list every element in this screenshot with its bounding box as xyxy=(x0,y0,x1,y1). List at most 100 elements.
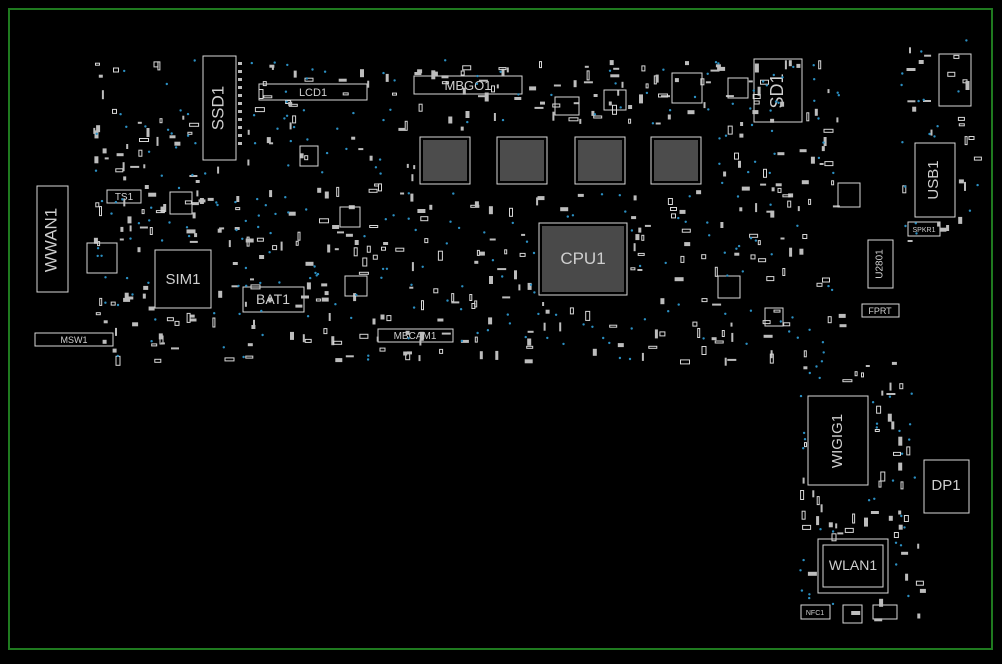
component-pad xyxy=(898,524,903,530)
component-pad xyxy=(369,155,373,161)
component-pad xyxy=(304,77,314,82)
via xyxy=(899,544,903,547)
via xyxy=(791,316,794,319)
via xyxy=(781,76,784,79)
component-pad xyxy=(787,200,792,208)
component-pad xyxy=(609,60,614,66)
sim-card-slot: SIM1 xyxy=(154,249,212,309)
mbgo-connector: MBGO1 xyxy=(413,75,523,95)
via xyxy=(407,217,410,220)
via xyxy=(336,127,339,130)
component-pad xyxy=(110,301,116,306)
component-pad xyxy=(524,359,533,364)
via xyxy=(802,447,805,450)
via xyxy=(608,341,611,345)
spkr-connector: SPKR1 xyxy=(907,221,941,237)
via xyxy=(234,200,237,204)
board-frame xyxy=(8,8,993,650)
via xyxy=(769,203,772,206)
memory-chip-4 xyxy=(650,136,702,185)
via xyxy=(284,90,288,93)
via xyxy=(511,221,514,225)
component-pad xyxy=(802,524,812,530)
component-pad xyxy=(818,60,822,70)
component-pad xyxy=(269,142,274,145)
via xyxy=(827,284,830,288)
component-pad xyxy=(217,228,222,233)
component-pad xyxy=(552,103,561,108)
via xyxy=(444,59,447,62)
via xyxy=(204,172,207,175)
via xyxy=(721,181,724,185)
via xyxy=(384,218,387,221)
component-pad xyxy=(306,282,311,290)
component-pad xyxy=(687,110,695,115)
component-pad xyxy=(749,233,759,238)
component-pad xyxy=(714,266,718,277)
component-pad xyxy=(519,252,526,257)
component-pad xyxy=(129,225,132,232)
component-pad xyxy=(958,216,963,224)
component-pad xyxy=(403,351,408,356)
component-pad xyxy=(155,210,165,214)
component-pad xyxy=(573,102,579,105)
component-pad xyxy=(680,255,685,263)
component-pad xyxy=(158,333,163,340)
via xyxy=(900,452,904,455)
component-pad xyxy=(865,365,870,367)
component-pad xyxy=(639,94,643,104)
component-pad xyxy=(521,233,526,236)
via xyxy=(445,242,448,245)
via xyxy=(508,322,512,325)
nfc-label: NFC1 xyxy=(806,610,824,617)
component-pad xyxy=(123,297,131,302)
component-pad xyxy=(655,74,659,83)
component-pad xyxy=(315,298,321,302)
via xyxy=(193,59,196,62)
component-pad xyxy=(697,328,701,338)
via xyxy=(837,94,840,97)
via xyxy=(96,254,99,258)
component-pad xyxy=(488,317,493,325)
component-pad xyxy=(137,121,142,124)
component-pad xyxy=(431,70,436,80)
component-pad xyxy=(367,80,370,88)
component-pad xyxy=(891,361,897,365)
component-pad xyxy=(127,216,132,224)
component-pad xyxy=(816,516,820,526)
component-pad xyxy=(727,125,733,135)
component-pad xyxy=(362,257,368,267)
component-pad xyxy=(171,347,179,350)
msw-label: MSW1 xyxy=(61,335,88,345)
component-pad xyxy=(633,195,637,201)
component-pad xyxy=(366,245,371,253)
component-pad xyxy=(319,218,329,224)
component-pad xyxy=(608,101,612,106)
via xyxy=(754,239,758,242)
via xyxy=(645,91,649,95)
component-pad xyxy=(139,226,148,229)
via xyxy=(802,431,806,435)
via xyxy=(245,284,248,287)
via xyxy=(769,109,772,112)
fprt-connector: FPRT xyxy=(861,303,900,318)
component-pad xyxy=(358,148,364,151)
component-pad xyxy=(159,118,163,124)
ic-outline xyxy=(299,145,319,167)
component-pad xyxy=(760,183,767,186)
component-pad xyxy=(247,159,250,166)
via xyxy=(904,224,907,228)
via xyxy=(770,253,773,256)
component-pad xyxy=(667,114,671,120)
via xyxy=(873,497,876,500)
via xyxy=(917,99,920,103)
component-pad xyxy=(488,206,493,215)
component-pad xyxy=(924,54,932,57)
component-pad xyxy=(113,67,119,73)
component-pad xyxy=(474,260,479,264)
via xyxy=(323,70,327,73)
via xyxy=(305,208,308,211)
via xyxy=(165,82,168,86)
via xyxy=(718,137,721,140)
component-pad xyxy=(245,355,254,359)
